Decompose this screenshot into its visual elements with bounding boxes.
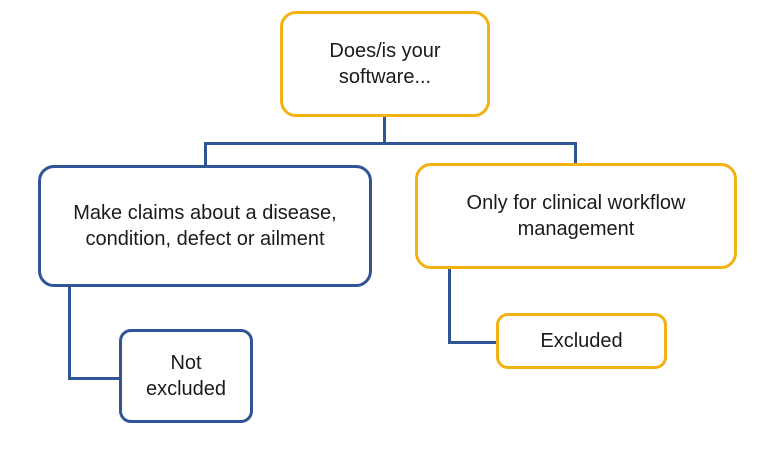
connector-workflow-horizontal bbox=[448, 341, 497, 344]
connector-claims-vertical bbox=[68, 286, 71, 380]
connector-left-branch-stub bbox=[204, 142, 207, 166]
node-disease-claims: Make claims about a disease, condition, … bbox=[38, 165, 372, 287]
connector-root-stub bbox=[383, 117, 386, 145]
node-root-question: Does/is your software... bbox=[280, 11, 490, 117]
node-not-excluded: Not excluded bbox=[119, 329, 253, 423]
node-excluded: Excluded bbox=[496, 313, 667, 369]
connector-workflow-vertical bbox=[448, 268, 451, 344]
connector-branch-bar bbox=[204, 142, 577, 145]
connector-claims-horizontal bbox=[68, 377, 120, 380]
connector-right-branch-stub bbox=[574, 142, 577, 164]
node-clinical-workflow: Only for clinical workflow management bbox=[415, 163, 737, 269]
